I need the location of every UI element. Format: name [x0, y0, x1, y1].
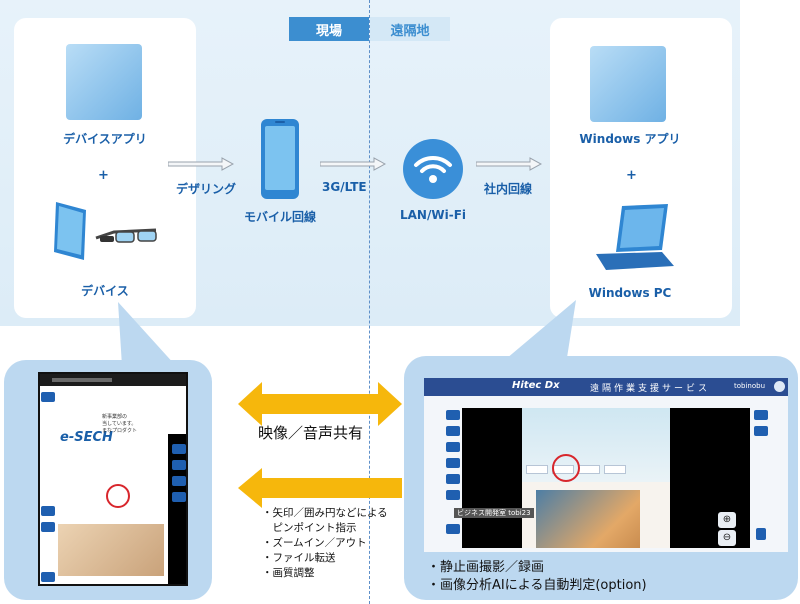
tool-icon[interactable]: [446, 474, 460, 484]
windows-pc-label: Windows PC: [588, 286, 672, 300]
pointer-circle: [552, 454, 580, 482]
tethering-label: デザリング: [176, 182, 237, 196]
feed-photo: [536, 490, 640, 548]
share-label: 映像／音声共有: [258, 424, 364, 442]
list-item: ・ファイル転送: [262, 552, 336, 564]
phone-status-bar: [40, 374, 186, 386]
video-right-pane: ⊕ ⊖: [670, 408, 750, 548]
left-arrow-icon: [238, 468, 402, 508]
field-tag: 現場: [289, 17, 369, 41]
tool-icon[interactable]: [446, 524, 460, 534]
avatar: [774, 381, 785, 392]
list-item: ・矢印／囲み円などによる: [262, 507, 388, 519]
remote-tag: 遠隔地: [370, 17, 450, 41]
tool-icon[interactable]: [446, 410, 460, 420]
windows-app-label: Windows アプリ: [579, 132, 681, 146]
app-header: Hitec Dx 遠隔作業支援サービス tobinobu: [424, 378, 788, 396]
tablet-icon: [54, 202, 86, 260]
wifi-icon: [403, 139, 463, 199]
smart-glasses-icon: [95, 228, 157, 243]
windows-app-icon: [590, 46, 666, 122]
bubble-pointer: [118, 302, 176, 366]
list-item: ピンポイント指示: [262, 522, 357, 534]
phone-side-panel: [40, 386, 56, 584]
site-divider: [369, 0, 370, 604]
device-card: デバイスアプリ + デバイス: [14, 18, 196, 318]
device-app-icon: [66, 44, 142, 120]
pointer-circle: [106, 484, 130, 508]
shared-video-feed: [522, 408, 670, 548]
video-left-pane: [462, 408, 522, 548]
arrow-icon: [168, 157, 234, 171]
windows-app-screenshot: Hitec Dx 遠隔作業支援サービス tobinobu ビジネス開発室 tob…: [424, 378, 788, 552]
list-item: ・画質調整: [262, 567, 315, 579]
device-label: デバイス: [81, 284, 129, 298]
tool-icon[interactable]: [446, 458, 460, 468]
feature-list: ・矢印／囲み円などによる ピンポイント指示 ・ズームイン／アウト ・ファイル転送…: [262, 506, 388, 581]
tool-icon[interactable]: [446, 442, 460, 452]
arrow-icon: [476, 157, 542, 171]
app-subtitle: 遠隔作業支援サービス: [590, 384, 711, 394]
phone-photo: [58, 524, 164, 576]
capture-note: ・静止画撮影／録画: [427, 560, 545, 575]
zoom-out-button[interactable]: ⊖: [718, 530, 736, 546]
cellular-label: 3G/LTE: [322, 180, 367, 194]
zoom-in-button[interactable]: ⊕: [718, 512, 736, 528]
tool-icon[interactable]: [754, 410, 768, 420]
tool-icon[interactable]: [754, 426, 768, 436]
trash-icon[interactable]: [756, 528, 766, 540]
mobile-line-label: モバイル回線: [244, 210, 317, 224]
app-brand: Hitec Dx: [512, 380, 560, 391]
smartphone-icon: [261, 119, 299, 199]
phone-dark-area: [168, 434, 186, 584]
device-app-screenshot: e-SECH 新事業部の 当しています。 まなプロダクト: [38, 372, 188, 586]
bubble-pointer: [500, 300, 576, 364]
plus-sign: +: [626, 168, 637, 183]
list-item: ・ズームイン／アウト: [262, 537, 367, 549]
plus-sign: +: [98, 168, 109, 183]
device-app-label: デバイスアプリ: [63, 132, 147, 146]
tool-icon[interactable]: [446, 426, 460, 436]
lan-wifi-label: LAN/Wi-Fi: [400, 208, 466, 222]
phone-page-text: 新事業部の 当しています。 まなプロダクト: [102, 414, 138, 434]
app-user-name: tobinobu: [734, 382, 766, 390]
arrow-icon: [320, 157, 386, 171]
laptop-icon: [596, 204, 674, 270]
video-caption: ビジネス開発室 tobi23: [454, 508, 534, 518]
ai-note: ・画像分析AIによる自動判定(option): [427, 578, 647, 593]
tool-icon[interactable]: [446, 490, 460, 500]
double-arrow-icon: [238, 382, 402, 426]
windows-card: Windows アプリ + Windows PC: [550, 18, 732, 318]
phone-logo: e-SECH: [60, 430, 113, 445]
intranet-label: 社内回線: [484, 182, 533, 196]
